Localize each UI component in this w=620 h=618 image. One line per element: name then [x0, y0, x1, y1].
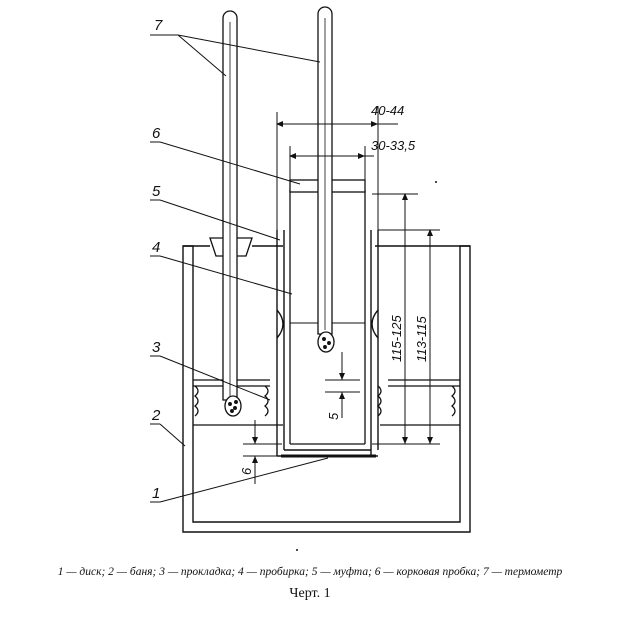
dim-outer-width: 40-44: [371, 103, 404, 118]
thermometer-right: [317, 6, 335, 353]
figure-caption: Черт. 1: [289, 586, 331, 601]
dim-sleeve-height: 113-115: [414, 315, 429, 362]
test-tube: [289, 190, 366, 445]
dim-gap-bottom: 6: [239, 467, 254, 475]
dimension-lines: [243, 106, 440, 484]
bath: [182, 245, 471, 533]
legend: 1 — диск; 2 — баня; 3 — прокладка; 4 — п…: [57, 566, 563, 578]
dim-inner-width: 30-33,5: [371, 138, 416, 153]
thermometer-left: [222, 10, 242, 417]
label-gasket: 3: [152, 339, 161, 356]
dim-gap-small: 5: [326, 412, 341, 420]
label-test-tube: 4: [152, 239, 160, 256]
label-sleeve: 5: [152, 183, 161, 200]
label-bath: 2: [151, 407, 161, 424]
leader-lines: [150, 34, 329, 503]
label-cork: 6: [152, 125, 161, 142]
label-disk: 1: [152, 485, 160, 502]
dim-tube-height: 115-125: [389, 314, 404, 362]
label-thermometer: 7: [154, 17, 163, 34]
